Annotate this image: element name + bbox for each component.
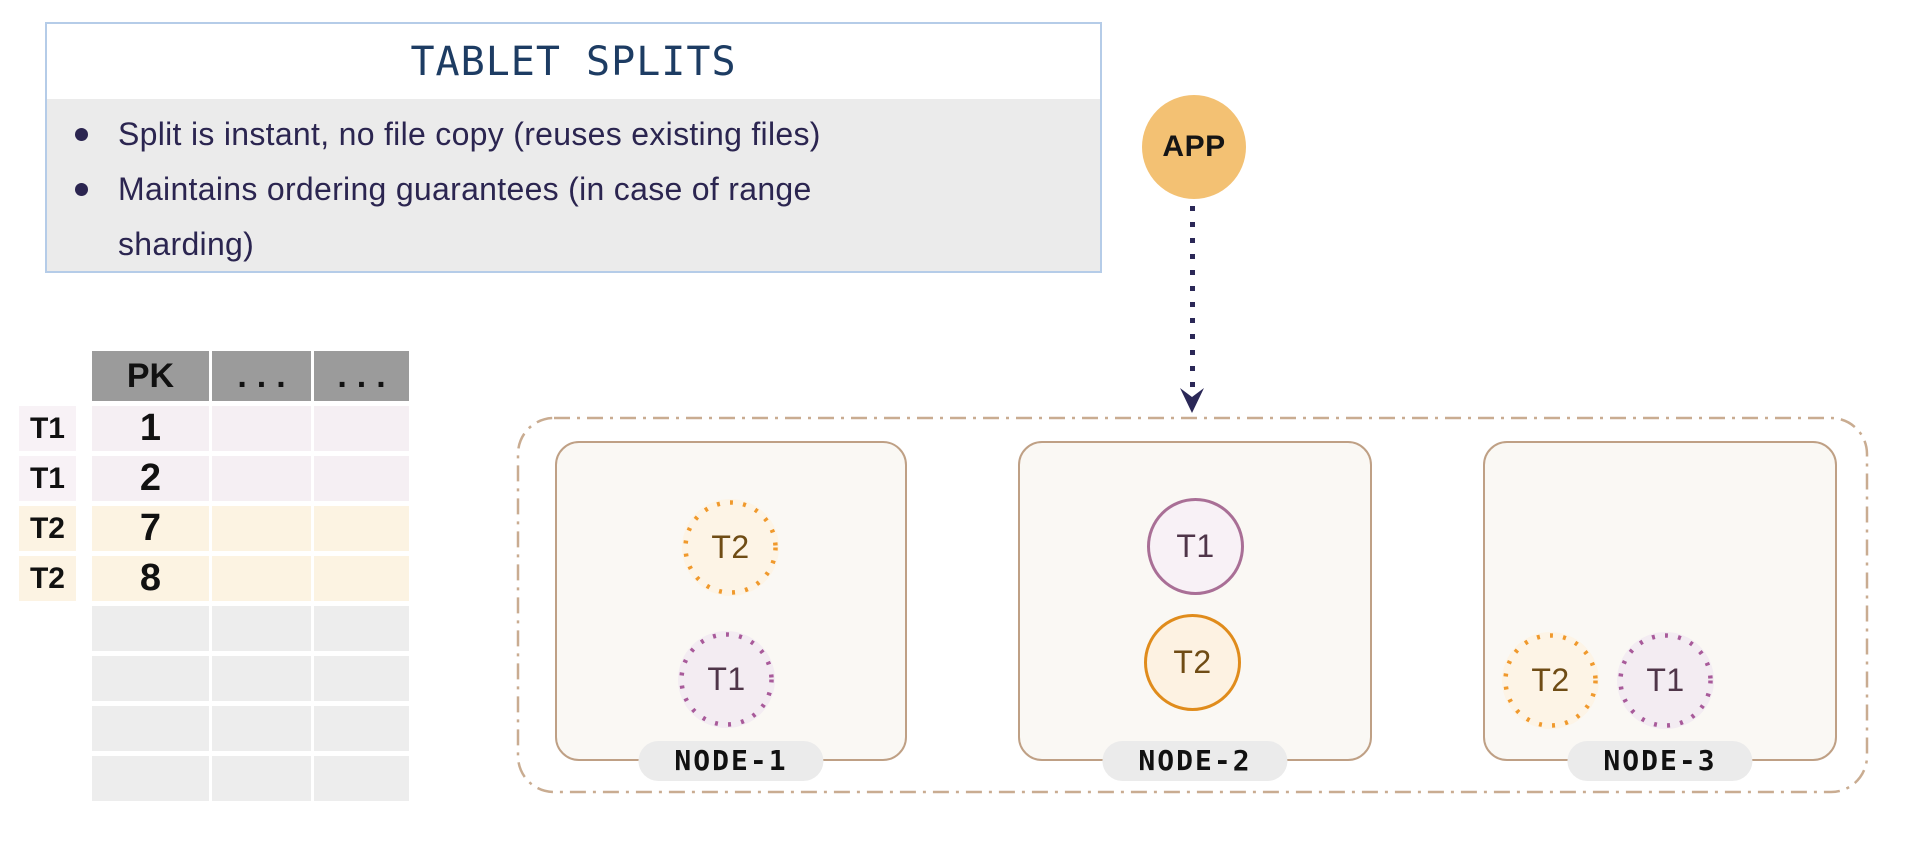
bullet-text: Maintains ordering guarantees (in case o… [118,171,812,262]
empty-row-cell [92,706,209,751]
empty-row-cell [92,606,209,651]
bullet-item: Split is instant, no file copy (reuses e… [47,107,1100,162]
node-label: NODE-2 [1102,741,1288,781]
pk-value: 7 [139,507,162,549]
arrow-down-icon [1180,388,1204,413]
empty-row-cell [212,706,311,751]
row-label-t1: T1 [19,456,76,501]
tablet-t2: T2 [1502,632,1599,729]
bullet-text: Split is instant, no file copy (reuses e… [118,116,821,152]
tablet-label: T2 [1531,662,1570,698]
pk-value: 8 [139,557,162,599]
pk-value: 2 [139,457,162,499]
info-panel: TABLET SPLITS Split is instant, no file … [45,22,1102,273]
node-3: T2 T1 NODE-3 [1483,441,1837,781]
node-label: NODE-3 [1567,741,1753,781]
node-label: NODE-1 [638,741,824,781]
empty-row-cell [92,656,209,701]
table-cell [314,406,409,451]
node-1: T2 T1 NODE-1 [555,441,907,781]
table-cell [212,556,311,601]
column-header-pk: PK [92,351,209,401]
tablet-label: T1 [1176,528,1215,564]
empty-row-cell [212,756,311,801]
tablet-label: T1 [707,661,746,697]
app-node: APP [1142,95,1246,199]
panel-body: Split is instant, no file copy (reuses e… [47,99,1100,271]
table-row-labels: T1 T1 T2 T2 [19,406,76,601]
row-label-t2: T2 [19,506,76,551]
bullet-dot-icon [75,183,88,196]
tablet-t2: T2 [682,499,779,596]
tablet-t1: T1 [1617,632,1714,729]
empty-row-cell [212,656,311,701]
row-label-t1: T1 [19,406,76,451]
table-cell [212,456,311,501]
empty-row-cell [314,756,409,801]
table-cell-pk: 7 [92,506,209,551]
table-cell-pk: 2 [92,456,209,501]
table-cell [212,406,311,451]
tablet-t1: T1 [678,631,775,728]
pk-value: 1 [139,407,162,449]
empty-row-cell [212,606,311,651]
node-2: T1 T2 NODE-2 [1018,441,1372,781]
column-header-ellipsis: ... [212,351,311,401]
empty-row-cell [92,756,209,801]
tablet-t1: T1 [1147,498,1244,595]
tablet-t2: T2 [1144,614,1241,711]
table-cell [314,556,409,601]
tablet-label: T2 [1173,644,1212,680]
tablet-label: T1 [1646,662,1685,698]
bullet-dot-icon [75,128,88,141]
dotted-ring-icon [1618,633,1713,728]
dotted-ring-icon [683,500,778,595]
dotted-ring-icon [679,632,774,727]
app-to-cluster-arrow-line [1190,206,1195,388]
table-cell-pk: 1 [92,406,209,451]
bullet-item: Maintains ordering guarantees (in case o… [47,162,1100,272]
data-table: PK ... ... 1 2 7 8 [92,351,409,801]
empty-row-cell [314,706,409,751]
tablet-label: T2 [711,529,750,565]
table-cell [314,506,409,551]
column-header-ellipsis: ... [314,351,409,401]
empty-row-cell [314,656,409,701]
cluster-boundary [516,416,1869,794]
table-cell [314,456,409,501]
row-label-t2: T2 [19,556,76,601]
dotted-ring-icon [1503,633,1598,728]
table-cell-pk: 8 [92,556,209,601]
panel-title: TABLET SPLITS [410,38,737,85]
table-cell [212,506,311,551]
empty-row-cell [314,606,409,651]
